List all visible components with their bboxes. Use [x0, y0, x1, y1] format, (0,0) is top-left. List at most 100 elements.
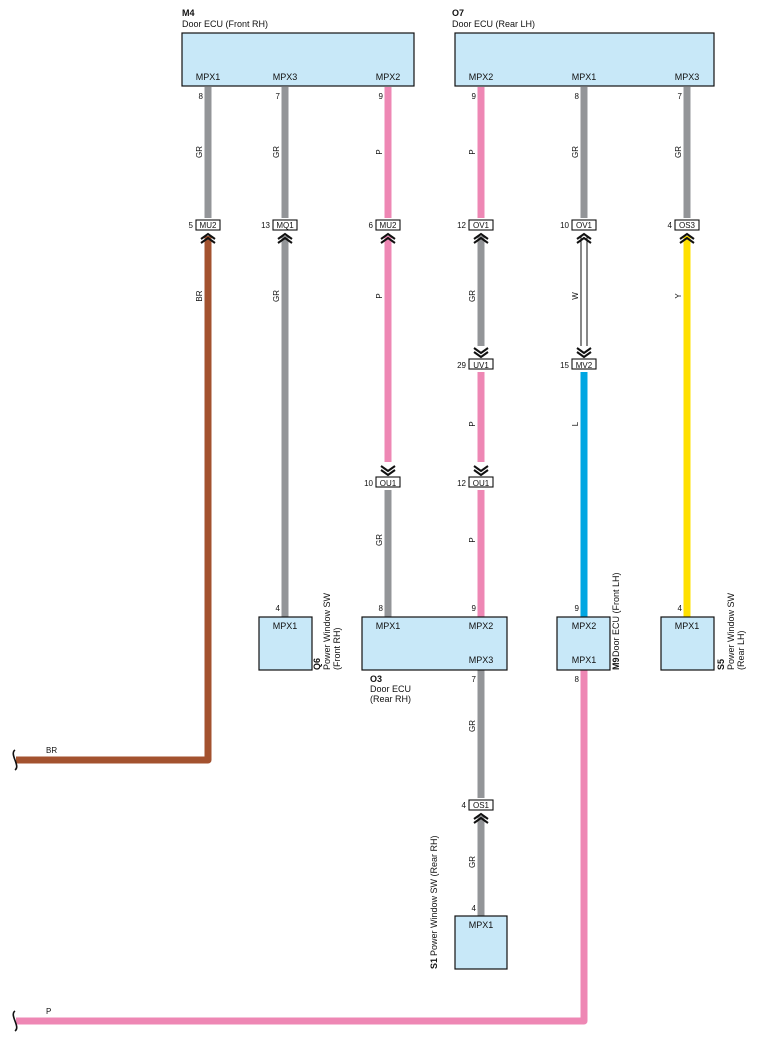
- m4-pinno-mpx3: 7: [276, 92, 281, 101]
- connector-ov1-a-id: OV1: [473, 221, 490, 230]
- m4-pin-mpx3: MPX3: [273, 72, 298, 82]
- connector-mq1-pin: 13: [261, 221, 270, 230]
- m4-code: M4: [182, 8, 195, 18]
- connector-mu2-a: [195, 219, 221, 244]
- s1-pinno-mpx1: 4: [472, 904, 477, 913]
- wire-label-w4-mid: GR: [468, 290, 477, 302]
- m4-pinno-mpx2: 9: [379, 92, 384, 101]
- m9-pinno-mpx1: 8: [575, 675, 580, 684]
- connector-ou1-b: [468, 465, 494, 488]
- m4-pin-mpx2: MPX2: [376, 72, 401, 82]
- connector-ov1-a: [468, 219, 494, 244]
- wire-label-w3-mid: P: [375, 293, 384, 298]
- o3-code: O3: [370, 674, 382, 684]
- s1-power-window-sw-box: [454, 915, 508, 970]
- o7-pinno-mpx3: 7: [678, 92, 683, 101]
- wire-label-w1-top: GR: [195, 146, 204, 158]
- wire-label-w6-bot: Y: [674, 293, 683, 299]
- connector-mv2-pin: 15: [560, 361, 569, 370]
- m9-pinno-mpx2: 9: [575, 604, 580, 613]
- connector-uv1-pin: 29: [457, 361, 466, 370]
- connector-mv2: [571, 347, 597, 370]
- q6-name-line2: (Front RH): [332, 627, 342, 670]
- connector-os1-id: OS1: [473, 801, 490, 810]
- connector-ou1-b-id: OU1: [473, 479, 490, 488]
- wire-label-w5-top: GR: [571, 146, 580, 158]
- connector-mu2-a-pin: 5: [189, 221, 194, 230]
- o3-door-ecu-box: [361, 616, 508, 671]
- o7-door-ecu-box: [454, 32, 715, 87]
- o7-pin-mpx2: MPX2: [469, 72, 494, 82]
- s5-power-window-sw-box: [660, 616, 715, 671]
- m9-pin-mpx1: MPX1: [572, 655, 597, 665]
- wire-label-w2-top: GR: [272, 146, 281, 158]
- connector-os3-id: OS3: [679, 221, 696, 230]
- connector-mv2-id: MV2: [576, 361, 593, 370]
- o3-name-line1: Door ECU: [370, 684, 411, 694]
- wire-label-w7-top: GR: [468, 720, 477, 732]
- connector-mu2-b-id: MU2: [380, 221, 397, 230]
- connector-ou1-b-pin: 12: [457, 479, 466, 488]
- connector-mq1-id: MQ1: [276, 221, 294, 230]
- wire-label-w4-mid2: P: [468, 421, 477, 426]
- s5-name-line1: Power Window SW: [726, 592, 736, 670]
- o7-code: O7: [452, 8, 464, 18]
- m4-pinno-mpx1: 8: [199, 92, 204, 101]
- connector-ou1-a: [375, 465, 401, 488]
- o3-name-line2: (Rear RH): [370, 694, 411, 704]
- wire-label-w6-top: GR: [674, 146, 683, 158]
- wire-br-run: [16, 236, 212, 764]
- o7-pin-mpx1: MPX1: [572, 72, 597, 82]
- connector-ov1-b-pin: 10: [560, 221, 569, 230]
- wire-label-w5-bot: L: [571, 421, 580, 426]
- o3-pinno-mpx3: 7: [472, 675, 477, 684]
- s5-code: S5: [716, 659, 726, 670]
- m9-pin-mpx2: MPX2: [572, 621, 597, 631]
- wire-label-w4-top: P: [468, 149, 477, 154]
- connector-mq1: [272, 219, 298, 244]
- o3-pin-mpx1: MPX1: [376, 621, 401, 631]
- o3-pinno-mpx1: 8: [379, 604, 384, 613]
- m9-code: M9: [611, 657, 621, 670]
- connector-ov1-b-id: OV1: [576, 221, 593, 230]
- wire-label-w1-bot: BR: [195, 290, 204, 301]
- s5-pin-mpx1: MPX1: [675, 621, 700, 631]
- s1-code: S1: [429, 958, 439, 969]
- connector-ou1-a-id: OU1: [380, 479, 397, 488]
- connector-uv1: [468, 347, 494, 370]
- m4-pin-mpx1: MPX1: [196, 72, 221, 82]
- wire-label-w5-mid: W: [571, 292, 580, 300]
- wire-label-p-out: P: [46, 1007, 51, 1016]
- q6-name-line1: Power Window SW: [322, 592, 332, 670]
- q6-pinno-mpx1: 4: [276, 604, 281, 613]
- wire-break-br: [12, 749, 18, 771]
- s5-name-line2: (Rear LH): [736, 630, 746, 670]
- m4-name: Door ECU (Front RH): [182, 19, 268, 29]
- connector-mu2-b: [375, 219, 401, 244]
- wire-label-br-out: BR: [46, 746, 57, 755]
- connector-mu2-a-id: MU2: [200, 221, 217, 230]
- q6-power-window-sw-box: [258, 616, 313, 671]
- wire-p-run: [16, 670, 588, 1025]
- wire-label-w2-bot: GR: [272, 290, 281, 302]
- o7-pinno-mpx2: 9: [472, 92, 477, 101]
- o7-pinno-mpx1: 8: [575, 92, 580, 101]
- connector-ov1-b: [571, 219, 597, 244]
- connector-os1-pin: 4: [462, 801, 467, 810]
- m9-name: Door ECU (Front LH): [611, 572, 621, 657]
- s1-name: Power Window SW (Rear RH): [429, 835, 439, 956]
- connector-ov1-a-pin: 12: [457, 221, 466, 230]
- s5-pinno-mpx1: 4: [678, 604, 683, 613]
- connector-ou1-a-pin: 10: [364, 479, 373, 488]
- connector-uv1-id: UV1: [473, 361, 489, 370]
- m9-door-ecu-box: [556, 616, 611, 671]
- wire-label-w3-top: P: [375, 149, 384, 154]
- o3-pin-mpx3: MPX3: [469, 655, 494, 665]
- wire-label-w3-bot: GR: [375, 534, 384, 546]
- connector-os3: [674, 219, 700, 244]
- connector-mu2-b-pin: 6: [369, 221, 374, 230]
- o3-pinno-mpx2: 9: [472, 604, 477, 613]
- o7-pin-mpx3: MPX3: [675, 72, 700, 82]
- wire-break-p: [12, 1010, 18, 1032]
